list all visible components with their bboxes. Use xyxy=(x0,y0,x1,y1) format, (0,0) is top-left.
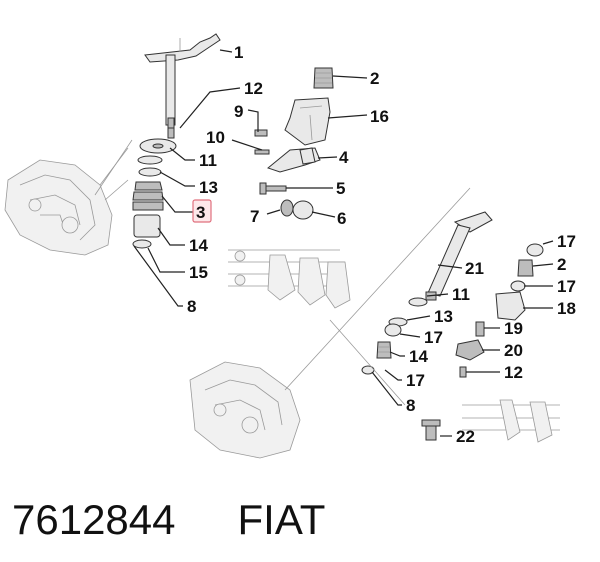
gear-lever-shaft xyxy=(144,33,221,131)
housing-18 xyxy=(495,291,526,321)
callout-14: 14 xyxy=(189,236,208,255)
washer-13 xyxy=(137,155,163,177)
callout-18: 18 xyxy=(557,299,576,318)
callout-6: 6 xyxy=(337,209,346,228)
separator-line-center xyxy=(284,187,471,391)
screw-9 xyxy=(254,129,268,137)
bushing-17-low xyxy=(510,280,526,292)
boot-3 xyxy=(132,181,164,211)
ring-15 xyxy=(132,239,152,249)
callout-15: 15 xyxy=(189,263,208,282)
plate-11 xyxy=(139,138,177,154)
callout-19: 19 xyxy=(504,319,523,338)
callout-17-bottom: 17 xyxy=(406,371,425,390)
spring-14-right xyxy=(376,341,392,359)
callout-21: 21 xyxy=(465,259,484,278)
callout-12: 12 xyxy=(244,79,263,98)
shift-forks-middle xyxy=(228,249,351,309)
separator-line-left xyxy=(94,139,133,196)
bolt-12-right xyxy=(459,366,467,378)
callout-1: 1 xyxy=(234,43,243,62)
callout-3: 3 xyxy=(196,203,205,222)
callout-9: 9 xyxy=(234,102,243,121)
callout-17-mid: 17 xyxy=(424,328,443,347)
highlight-box-3 xyxy=(192,199,212,223)
leader-lines xyxy=(133,49,554,437)
selector-16 xyxy=(284,97,331,146)
separator-line-right xyxy=(329,319,406,406)
callout-14-right: 14 xyxy=(409,347,428,366)
callout-13: 13 xyxy=(199,178,218,197)
brand-name: FIAT xyxy=(237,496,326,543)
bolt-12-left xyxy=(167,127,175,139)
callout-17-top: 17 xyxy=(557,232,576,251)
bolt-5 xyxy=(259,182,287,195)
part-number: 7612844 xyxy=(12,496,176,543)
callout-13-right: 13 xyxy=(434,307,453,326)
exploded-parts-diagram: 1 2 16 12 9 10 4 11 13 5 3 7 6 14 15 8 1… xyxy=(4,33,576,459)
pin-10 xyxy=(254,149,270,155)
spring-2-right xyxy=(517,259,534,277)
callout-12-right: 12 xyxy=(504,363,523,382)
callout-7: 7 xyxy=(250,207,259,226)
callout-2: 2 xyxy=(370,69,379,88)
callout-2-right: 2 xyxy=(557,255,566,274)
bushing-14 xyxy=(133,214,161,238)
lever-4 xyxy=(266,147,321,173)
shift-forks-right xyxy=(462,399,560,443)
spring-2-top xyxy=(313,67,334,89)
bushing-17-mid xyxy=(384,323,402,337)
callout-16: 16 xyxy=(370,107,389,126)
part-caption: 7612844 FIAT xyxy=(12,490,325,550)
block-20 xyxy=(455,339,485,361)
callout-8: 8 xyxy=(187,297,196,316)
callout-5: 5 xyxy=(336,179,345,198)
gearbox-housing-left xyxy=(4,147,129,256)
callout-17-second: 17 xyxy=(557,277,576,296)
cap-6 xyxy=(292,200,314,220)
callout-10: 10 xyxy=(206,128,225,147)
callout-8-right: 8 xyxy=(406,396,415,415)
callout-11-right: 11 xyxy=(452,285,470,304)
gearbox-housing-center xyxy=(189,361,301,459)
callout-22: 22 xyxy=(456,427,475,446)
bushing-17-top xyxy=(526,243,544,257)
callout-20: 20 xyxy=(504,341,523,360)
nut-7 xyxy=(280,199,294,217)
ring-11-right xyxy=(408,297,428,307)
callout-4: 4 xyxy=(339,148,349,167)
screw-19 xyxy=(475,321,485,337)
bolt-22 xyxy=(421,419,441,441)
callout-11: 11 xyxy=(199,151,217,170)
